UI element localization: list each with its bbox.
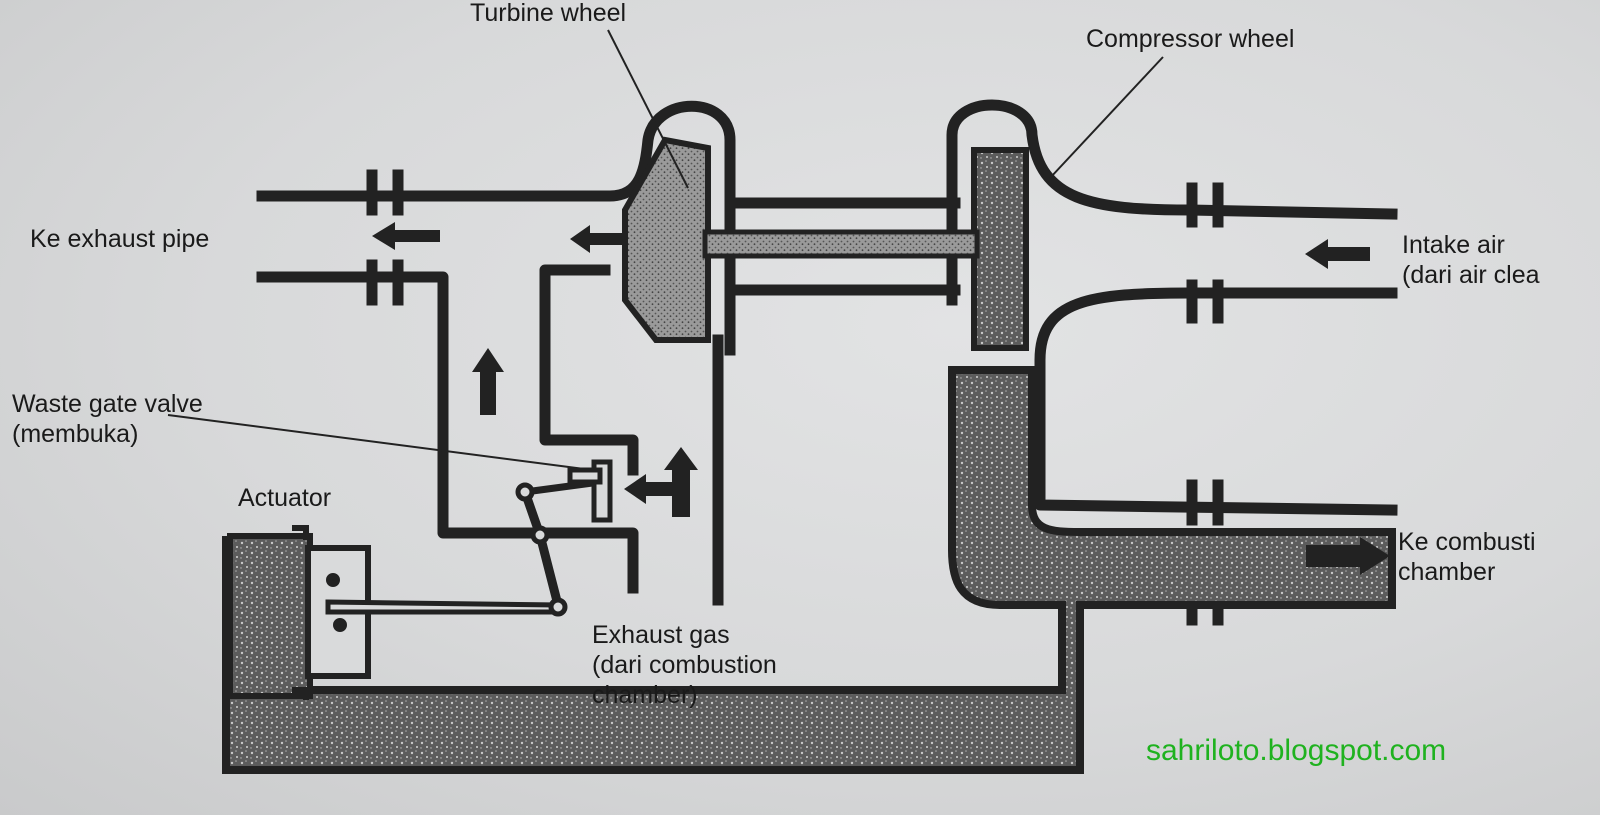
compressor-intake-lower — [1040, 293, 1392, 510]
shaft-shape — [705, 232, 977, 256]
exhaust-out-arrow — [372, 222, 440, 250]
linkage-arm — [525, 492, 558, 605]
turbine-wheel-label: Turbine wheel — [470, 0, 626, 28]
combustion-line2: chamber — [1398, 557, 1536, 587]
exhaust-gas-line3: chamber) — [592, 680, 777, 710]
exhaust-pipe-label: Ke exhaust pipe — [30, 224, 209, 254]
actuator-rod — [328, 602, 558, 612]
bypass-up-arrow — [472, 348, 504, 415]
intake-air-label: Intake air (dari air clea — [1402, 230, 1540, 290]
waste-gate-line2: (membuka) — [12, 419, 203, 449]
intake-air-line2: (dari air clea — [1402, 260, 1540, 290]
compressor-wheel-label: Compressor wheel — [1086, 24, 1294, 54]
gas-left-arrow — [624, 474, 672, 504]
compressor-wheel-shape — [974, 150, 1026, 348]
turbine-inlet-wall — [545, 270, 633, 470]
exhaust-outlet-lower-wall — [262, 277, 633, 588]
turbine-out-arrow — [570, 225, 625, 253]
actuator-label: Actuator — [238, 483, 331, 513]
compressor-leader-line — [1050, 57, 1163, 178]
exhaust-gas-label: Exhaust gas (dari combustion chamber) — [592, 620, 777, 710]
intake-arrow — [1305, 239, 1370, 269]
intake-air-line1: Intake air — [1402, 230, 1540, 260]
combustion-chamber-label: Ke combusti chamber — [1398, 527, 1536, 587]
wastegate-leader-line — [168, 415, 592, 470]
combustion-line1: Ke combusti — [1398, 527, 1536, 557]
waste-gate-line1: Waste gate valve — [12, 389, 203, 419]
exhaust-gas-line2: (dari combustion — [592, 650, 777, 680]
boost-passage — [226, 370, 1392, 770]
waste-gate-label: Waste gate valve (membuka) — [12, 389, 203, 449]
exhaust-gas-line1: Exhaust gas — [592, 620, 777, 650]
blog-watermark: sahriloto.blogspot.com — [1146, 734, 1446, 768]
